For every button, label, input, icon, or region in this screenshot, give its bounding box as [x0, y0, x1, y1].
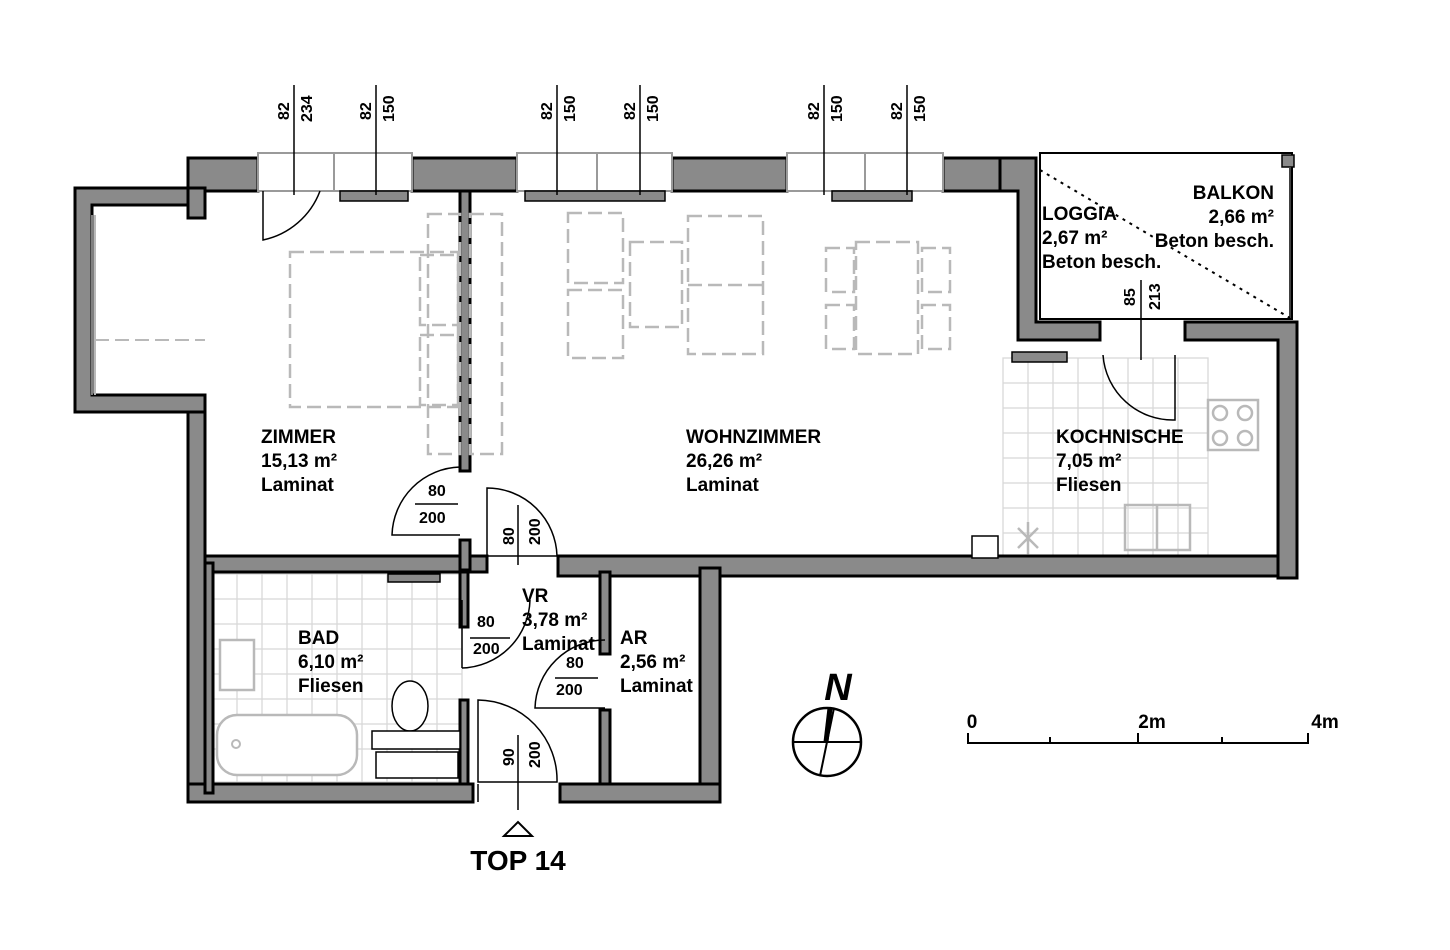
entrance-triangle-icon [501, 820, 535, 837]
vr-floor: Laminat [522, 634, 596, 655]
wohnzimmer-area: 26,26 m² [686, 451, 762, 472]
kochnische-name: KOCHNISCHE [1056, 427, 1184, 448]
window-5-width: 82 [806, 102, 823, 120]
bad-area: 6,10 m² [298, 652, 363, 673]
loggia-name: LOGGIA [1042, 204, 1117, 225]
balkon-area: 2,66 m² [1209, 207, 1274, 228]
room-labels: ZIMMER 15,13 m² Laminat WOHNZIMMER 26,26… [261, 183, 1274, 697]
zimmer-floor: Laminat [261, 475, 335, 496]
wohnzimmer-door-width: 80 [501, 527, 518, 545]
window-3-height: 150 [562, 95, 579, 122]
scale-mid: 2m [1138, 712, 1165, 733]
window-6-height: 150 [912, 95, 929, 122]
ar-door-width: 80 [566, 655, 584, 672]
window-5-height: 150 [829, 95, 846, 122]
vr-name: VR [522, 586, 549, 607]
loggia-area: 2,67 m² [1042, 228, 1107, 249]
ar-area: 2,56 m² [620, 652, 685, 673]
compass: N [791, 667, 863, 778]
zimmer-name: ZIMMER [261, 427, 336, 448]
door-dimension-labels: 80 200 80 200 85 213 80 200 80 200 90 20… [419, 283, 1164, 768]
bad-door-width: 80 [477, 614, 495, 631]
unit-label: TOP 14 [470, 845, 566, 876]
ar-floor: Laminat [620, 676, 694, 697]
window-2-height: 150 [381, 95, 398, 122]
wohnzimmer-floor: Laminat [686, 475, 760, 496]
bad-name: BAD [298, 628, 339, 649]
window-dimension-labels: 82 234 82 150 82 150 82 150 82 150 82 15… [276, 95, 929, 122]
loggia-door-width: 85 [1122, 288, 1139, 306]
window-2-width: 82 [358, 102, 375, 120]
balkon-floor: Beton besch. [1155, 231, 1274, 252]
furniture [215, 211, 1260, 779]
ar-door-height: 200 [556, 682, 583, 699]
zimmer-door-width: 80 [428, 483, 446, 500]
loggia-door-height: 213 [1147, 283, 1164, 310]
zimmer-door-height: 200 [419, 510, 446, 527]
scale-end: 4m [1311, 712, 1338, 733]
loggia-floor: Beton besch. [1042, 252, 1161, 273]
zimmer-area: 15,13 m² [261, 451, 337, 472]
wohnzimmer-name: WOHNZIMMER [686, 427, 821, 448]
window-3-width: 82 [539, 102, 556, 120]
walls [73, 152, 1299, 804]
compass-north-label: N [824, 667, 853, 709]
kochnische-area: 7,05 m² [1056, 451, 1121, 472]
scale-zero: 0 [967, 712, 978, 733]
window-4-height: 150 [645, 95, 662, 122]
dimension-lines [293, 85, 1142, 810]
window-6-width: 82 [889, 102, 906, 120]
entrance-door-width: 90 [501, 748, 518, 766]
window-1-width: 82 [276, 102, 293, 120]
doors [262, 190, 1176, 802]
vr-area: 3,78 m² [522, 610, 587, 631]
kochnische-floor: Fliesen [1056, 475, 1121, 496]
window-1-height: 234 [299, 95, 316, 122]
bad-floor: Fliesen [298, 676, 363, 697]
entrance-door-height: 200 [527, 741, 544, 768]
window-4-width: 82 [622, 102, 639, 120]
windows [91, 152, 1068, 583]
scale-bar: 0 2m 4m [967, 712, 1339, 744]
entrance-marker: TOP 14 [470, 820, 566, 876]
ar-name: AR [620, 628, 648, 649]
bad-door-height: 200 [473, 641, 500, 658]
balkon-name: BALKON [1193, 183, 1274, 204]
wohnzimmer-door-height: 200 [527, 518, 544, 545]
